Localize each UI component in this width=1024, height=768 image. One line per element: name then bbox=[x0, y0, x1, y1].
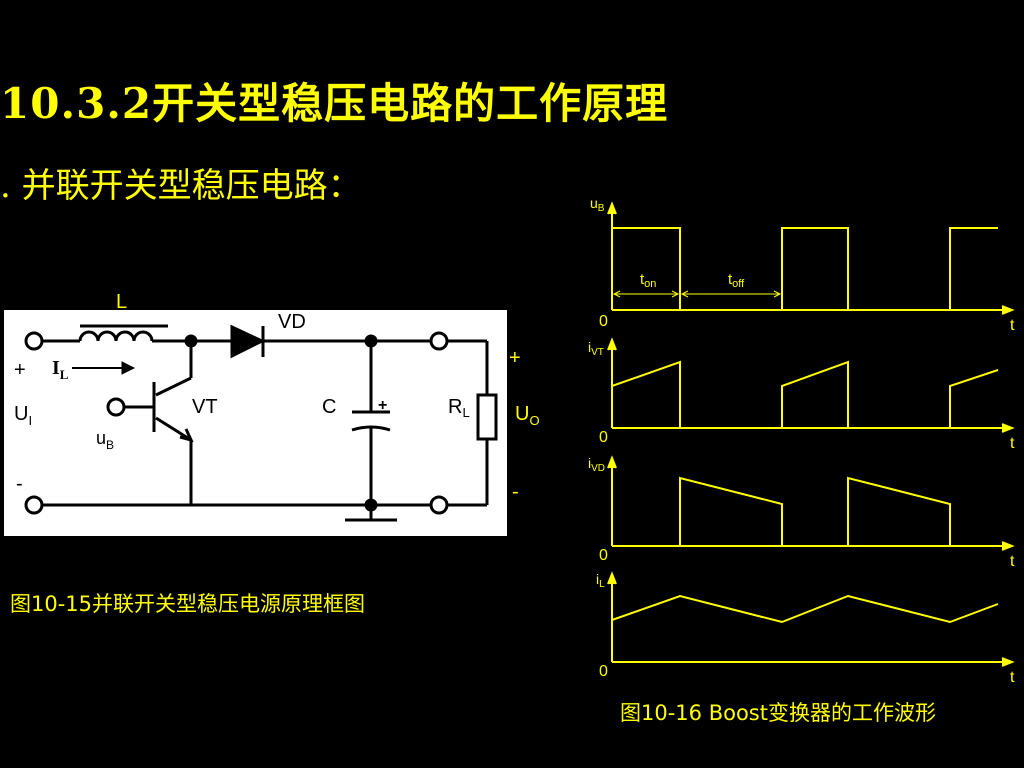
label-input-plus: + bbox=[14, 359, 26, 381]
zero-label-iL: 0 bbox=[599, 663, 608, 680]
waveform-diagram bbox=[607, 201, 1015, 667]
transistor-collector bbox=[155, 376, 192, 397]
ton-dim-arrows bbox=[612, 290, 680, 298]
zero-label-iVD: 0 bbox=[599, 547, 608, 564]
label-input-minus: - bbox=[16, 473, 23, 495]
toff-dim-arrows bbox=[680, 290, 782, 298]
label-output-minus: - bbox=[512, 481, 519, 503]
label-current: IL bbox=[52, 357, 69, 382]
current-arrow-head bbox=[121, 361, 136, 375]
axis-y-uB-arrow bbox=[607, 201, 617, 215]
t-label-iL: t bbox=[1010, 669, 1015, 686]
axis-y-iVT-arrow bbox=[607, 337, 617, 351]
inductor-coil bbox=[78, 330, 154, 342]
toff-label: toff bbox=[728, 271, 745, 290]
transistor-emitter bbox=[155, 416, 192, 442]
slide-title: 10.3.2开关型稳压电路的工作原理 bbox=[0, 79, 669, 128]
axis-y-iL-arrow bbox=[607, 571, 617, 585]
axis-x-iVD-arrow bbox=[1001, 541, 1015, 551]
axis-x-iVT-arrow bbox=[1001, 423, 1015, 433]
zero-label-iVT: 0 bbox=[599, 429, 608, 446]
t-label-iVT: t bbox=[1010, 435, 1015, 452]
t-label-iVD: t bbox=[1010, 553, 1015, 570]
input-terminal-bottom bbox=[24, 495, 44, 515]
trace-iVT bbox=[611, 360, 999, 429]
trace-uB bbox=[612, 227, 998, 311]
zero-label-uB: 0 bbox=[599, 313, 608, 330]
diode-symbol bbox=[230, 324, 266, 359]
circuit-panel bbox=[4, 310, 507, 536]
input-terminal-top bbox=[24, 331, 44, 351]
waveform-caption: 图10-16 Boost变换器的工作波形 bbox=[620, 701, 936, 725]
trace-label-iVT: iVT bbox=[588, 339, 604, 358]
base-terminal bbox=[106, 397, 126, 417]
trace-label-iVD: iVD bbox=[588, 455, 605, 474]
label-output-plus: + bbox=[509, 347, 521, 369]
circuit-diagram bbox=[24, 324, 498, 522]
circuit-caption: 图10-15并联开关型稳压电源原理框图 bbox=[10, 592, 366, 616]
label-cap-plus: + bbox=[378, 397, 387, 414]
load-resistor bbox=[476, 393, 498, 441]
t-label-uB: t bbox=[1010, 317, 1015, 334]
ton-label: ton bbox=[640, 271, 656, 290]
output-terminal-top bbox=[429, 331, 449, 351]
label-load: RL bbox=[448, 396, 470, 420]
trace-label-uB: uB bbox=[590, 195, 605, 214]
label-base-drive: uB bbox=[96, 428, 114, 452]
output-terminal-bottom bbox=[429, 495, 449, 515]
trace-iL bbox=[611, 594, 999, 624]
axis-y-iVD-arrow bbox=[607, 455, 617, 469]
label-input-voltage: UI bbox=[14, 403, 32, 428]
label-transistor: VT bbox=[192, 396, 218, 418]
label-capacitor: C bbox=[322, 396, 336, 418]
label-output-voltage: UO bbox=[515, 403, 540, 428]
capacitor-plate-bottom bbox=[351, 425, 391, 432]
axis-x-uB-arrow bbox=[1001, 305, 1015, 315]
label-diode: VD bbox=[278, 311, 306, 333]
axis-x-iL-arrow bbox=[1001, 657, 1015, 667]
label-inductor: L bbox=[116, 291, 127, 313]
trace-iVD bbox=[612, 476, 998, 547]
trace-label-iL: iL bbox=[596, 571, 605, 590]
slide-subtitle: . 并联开关型稳压电路： bbox=[0, 166, 362, 206]
